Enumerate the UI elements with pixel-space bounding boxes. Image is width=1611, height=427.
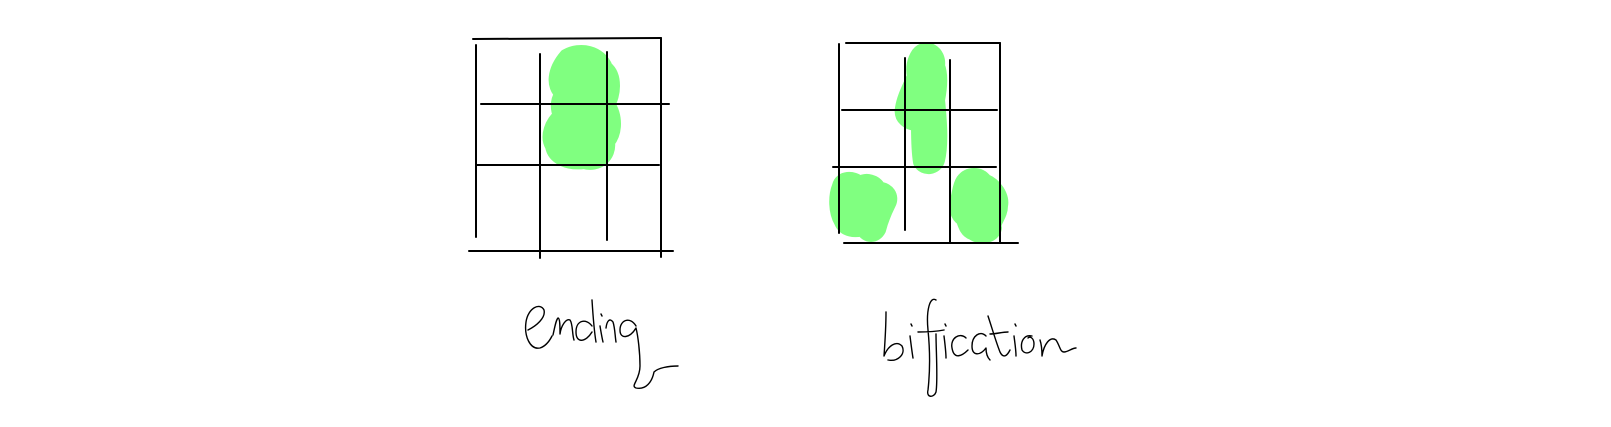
bification-caption-handwriting	[883, 298, 1077, 397]
ending-highlight-shape	[542, 45, 621, 170]
bification-caption: bification	[883, 298, 1077, 397]
ending-caption-handwriting	[524, 299, 679, 389]
bification-diagram: bification	[829, 42, 1077, 397]
bification-highlight	[829, 42, 1009, 244]
ending-caption: ending	[524, 299, 679, 389]
ending-highlight	[542, 45, 621, 170]
ending-grid-top	[472, 37, 662, 40]
bification-caption-text: bification	[975, 343, 980, 346]
ending-caption-text: ending	[590, 344, 594, 346]
ending-grid	[468, 37, 674, 259]
bification-highlight-left-blob	[829, 171, 898, 242]
bification-grid	[832, 42, 1019, 244]
bification-highlight-right-blob	[949, 168, 1009, 244]
ending-diagram: ending	[468, 37, 679, 389]
bification-highlight-stem	[894, 42, 948, 174]
